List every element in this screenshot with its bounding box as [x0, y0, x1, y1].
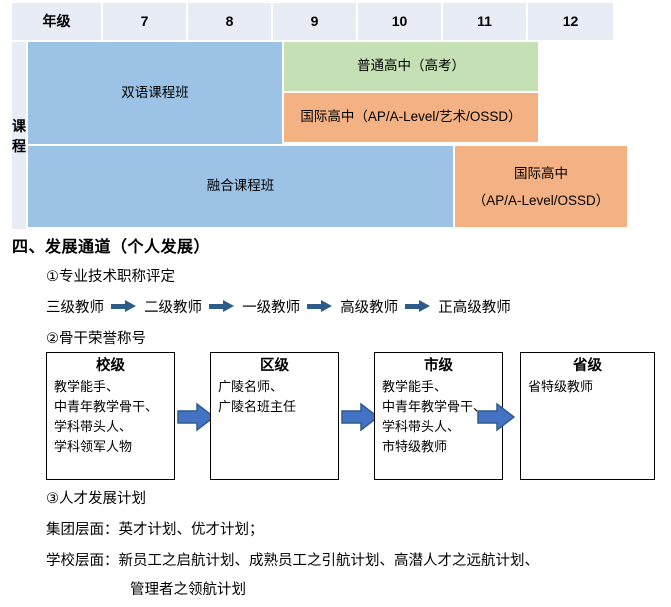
cell-bilingual-class: 双语课程班 [28, 42, 284, 146]
header-cell-grade-9: 9 [273, 3, 358, 42]
level-box-district-items: 广陵名师、 广陵名班主任 [218, 378, 297, 414]
school-level-plans-line1: 学校层面：新员工之启航计划、成熟员工之引航计划、高潜人才之远航计划、 [46, 553, 539, 569]
body-row-label: 课程 [12, 42, 28, 229]
level-box-province-title: 省级 [573, 358, 602, 374]
item-title-professional-evaluation: ①专业技术职称评定 [46, 269, 175, 285]
arrow-right-icon [111, 300, 137, 312]
honor-level-flow: 校级 教学能手、 中青年教学骨干、 学科带头人、 学科领军人物 区级 广陵名师、… [46, 352, 655, 480]
rank-senior: 高级教师 [340, 300, 399, 316]
table-header-row: 年级 7 8 9 10 11 12 [12, 3, 615, 42]
cell-international-high-bottom: 国际高中 （AP/A-Level/OSSD） [455, 146, 629, 229]
cell-international-high-bottom-line1: 国际高中 [514, 165, 568, 181]
cell-international-high-top: 国际高中（AP/A-Level/艺术/OSSD） [284, 93, 540, 144]
level-box-district: 区级 广陵名师、 广陵名班主任 [210, 352, 339, 480]
rank-full-senior: 正高级教师 [438, 300, 511, 316]
item-title-backbone-honor: ②骨干荣誉称号 [46, 331, 146, 347]
section-heading: 四、发展通道（个人发展） [12, 239, 211, 256]
arrow-right-icon [405, 300, 431, 312]
header-cell-grade-12: 12 [528, 3, 613, 42]
header-cell-row-label: 年级 [12, 3, 103, 42]
item-title-talent-development-plan: ③人才发展计划 [46, 491, 146, 507]
rank-level-1: 一级教师 [242, 300, 301, 316]
arrow-right-icon [307, 300, 333, 312]
header-cell-grade-8: 8 [188, 3, 273, 42]
level-box-province: 省级 省特级教师 [520, 352, 655, 480]
school-level-plans-line2: 管理者之领航计划 [130, 582, 246, 598]
teacher-rank-chain: 三级教师 二级教师 一级教师 高级教师 正高级教师 [46, 296, 511, 317]
flow-arrow-icon [177, 402, 215, 432]
level-box-school-items: 教学能手、 中青年教学骨干、 学科带头人、 学科领军人物 [54, 378, 159, 454]
level-box-district-title: 区级 [260, 358, 289, 374]
table-body: 课程 双语课程班 普通高中（高考） 国际高中（AP/A-Level/艺术/OSS… [12, 42, 629, 229]
curriculum-table: 年级 7 8 9 10 11 12 课程 双语课程班 普通高中（高考） 国际高中… [12, 3, 629, 229]
cell-regular-senior-high: 普通高中（高考） [284, 42, 540, 93]
cell-international-high-bottom-line2: （AP/A-Level/OSSD） [472, 192, 610, 208]
header-cell-grade-7: 7 [103, 3, 188, 42]
header-cell-grade-11: 11 [443, 3, 528, 42]
level-box-province-items: 省特级教师 [528, 378, 594, 394]
curriculum-cells: 双语课程班 普通高中（高考） 国际高中（AP/A-Level/艺术/OSSD） … [28, 42, 629, 229]
arrow-right-icon [209, 300, 235, 312]
senior-track-stack: 普通高中（高考） 国际高中（AP/A-Level/艺术/OSSD） [284, 42, 540, 146]
flow-arrow-icon [341, 402, 379, 432]
header-cell-grade-10: 10 [358, 3, 443, 42]
curriculum-band-lower: 融合课程班 国际高中 （AP/A-Level/OSSD） [28, 146, 629, 229]
group-level-plans: 集团层面：英才计划、优才计划； [46, 522, 264, 538]
level-box-school-title: 校级 [96, 358, 125, 374]
level-box-city: 市级 教学能手、 中青年教学骨干、 学科带头人、 市特级教师 [374, 352, 503, 480]
flow-arrow-icon [477, 402, 515, 432]
level-box-city-items: 教学能手、 中青年教学骨干、 学科带头人、 市特级教师 [382, 378, 487, 454]
level-box-school: 校级 教学能手、 中青年教学骨干、 学科带头人、 学科领军人物 [46, 352, 175, 480]
cell-fusion-class: 融合课程班 [28, 146, 455, 229]
rank-level-3: 三级教师 [46, 300, 104, 316]
level-box-city-title: 市级 [424, 358, 453, 374]
rank-level-2: 二级教师 [144, 300, 203, 316]
curriculum-band-upper: 双语课程班 普通高中（高考） 国际高中（AP/A-Level/艺术/OSSD） [28, 42, 629, 146]
